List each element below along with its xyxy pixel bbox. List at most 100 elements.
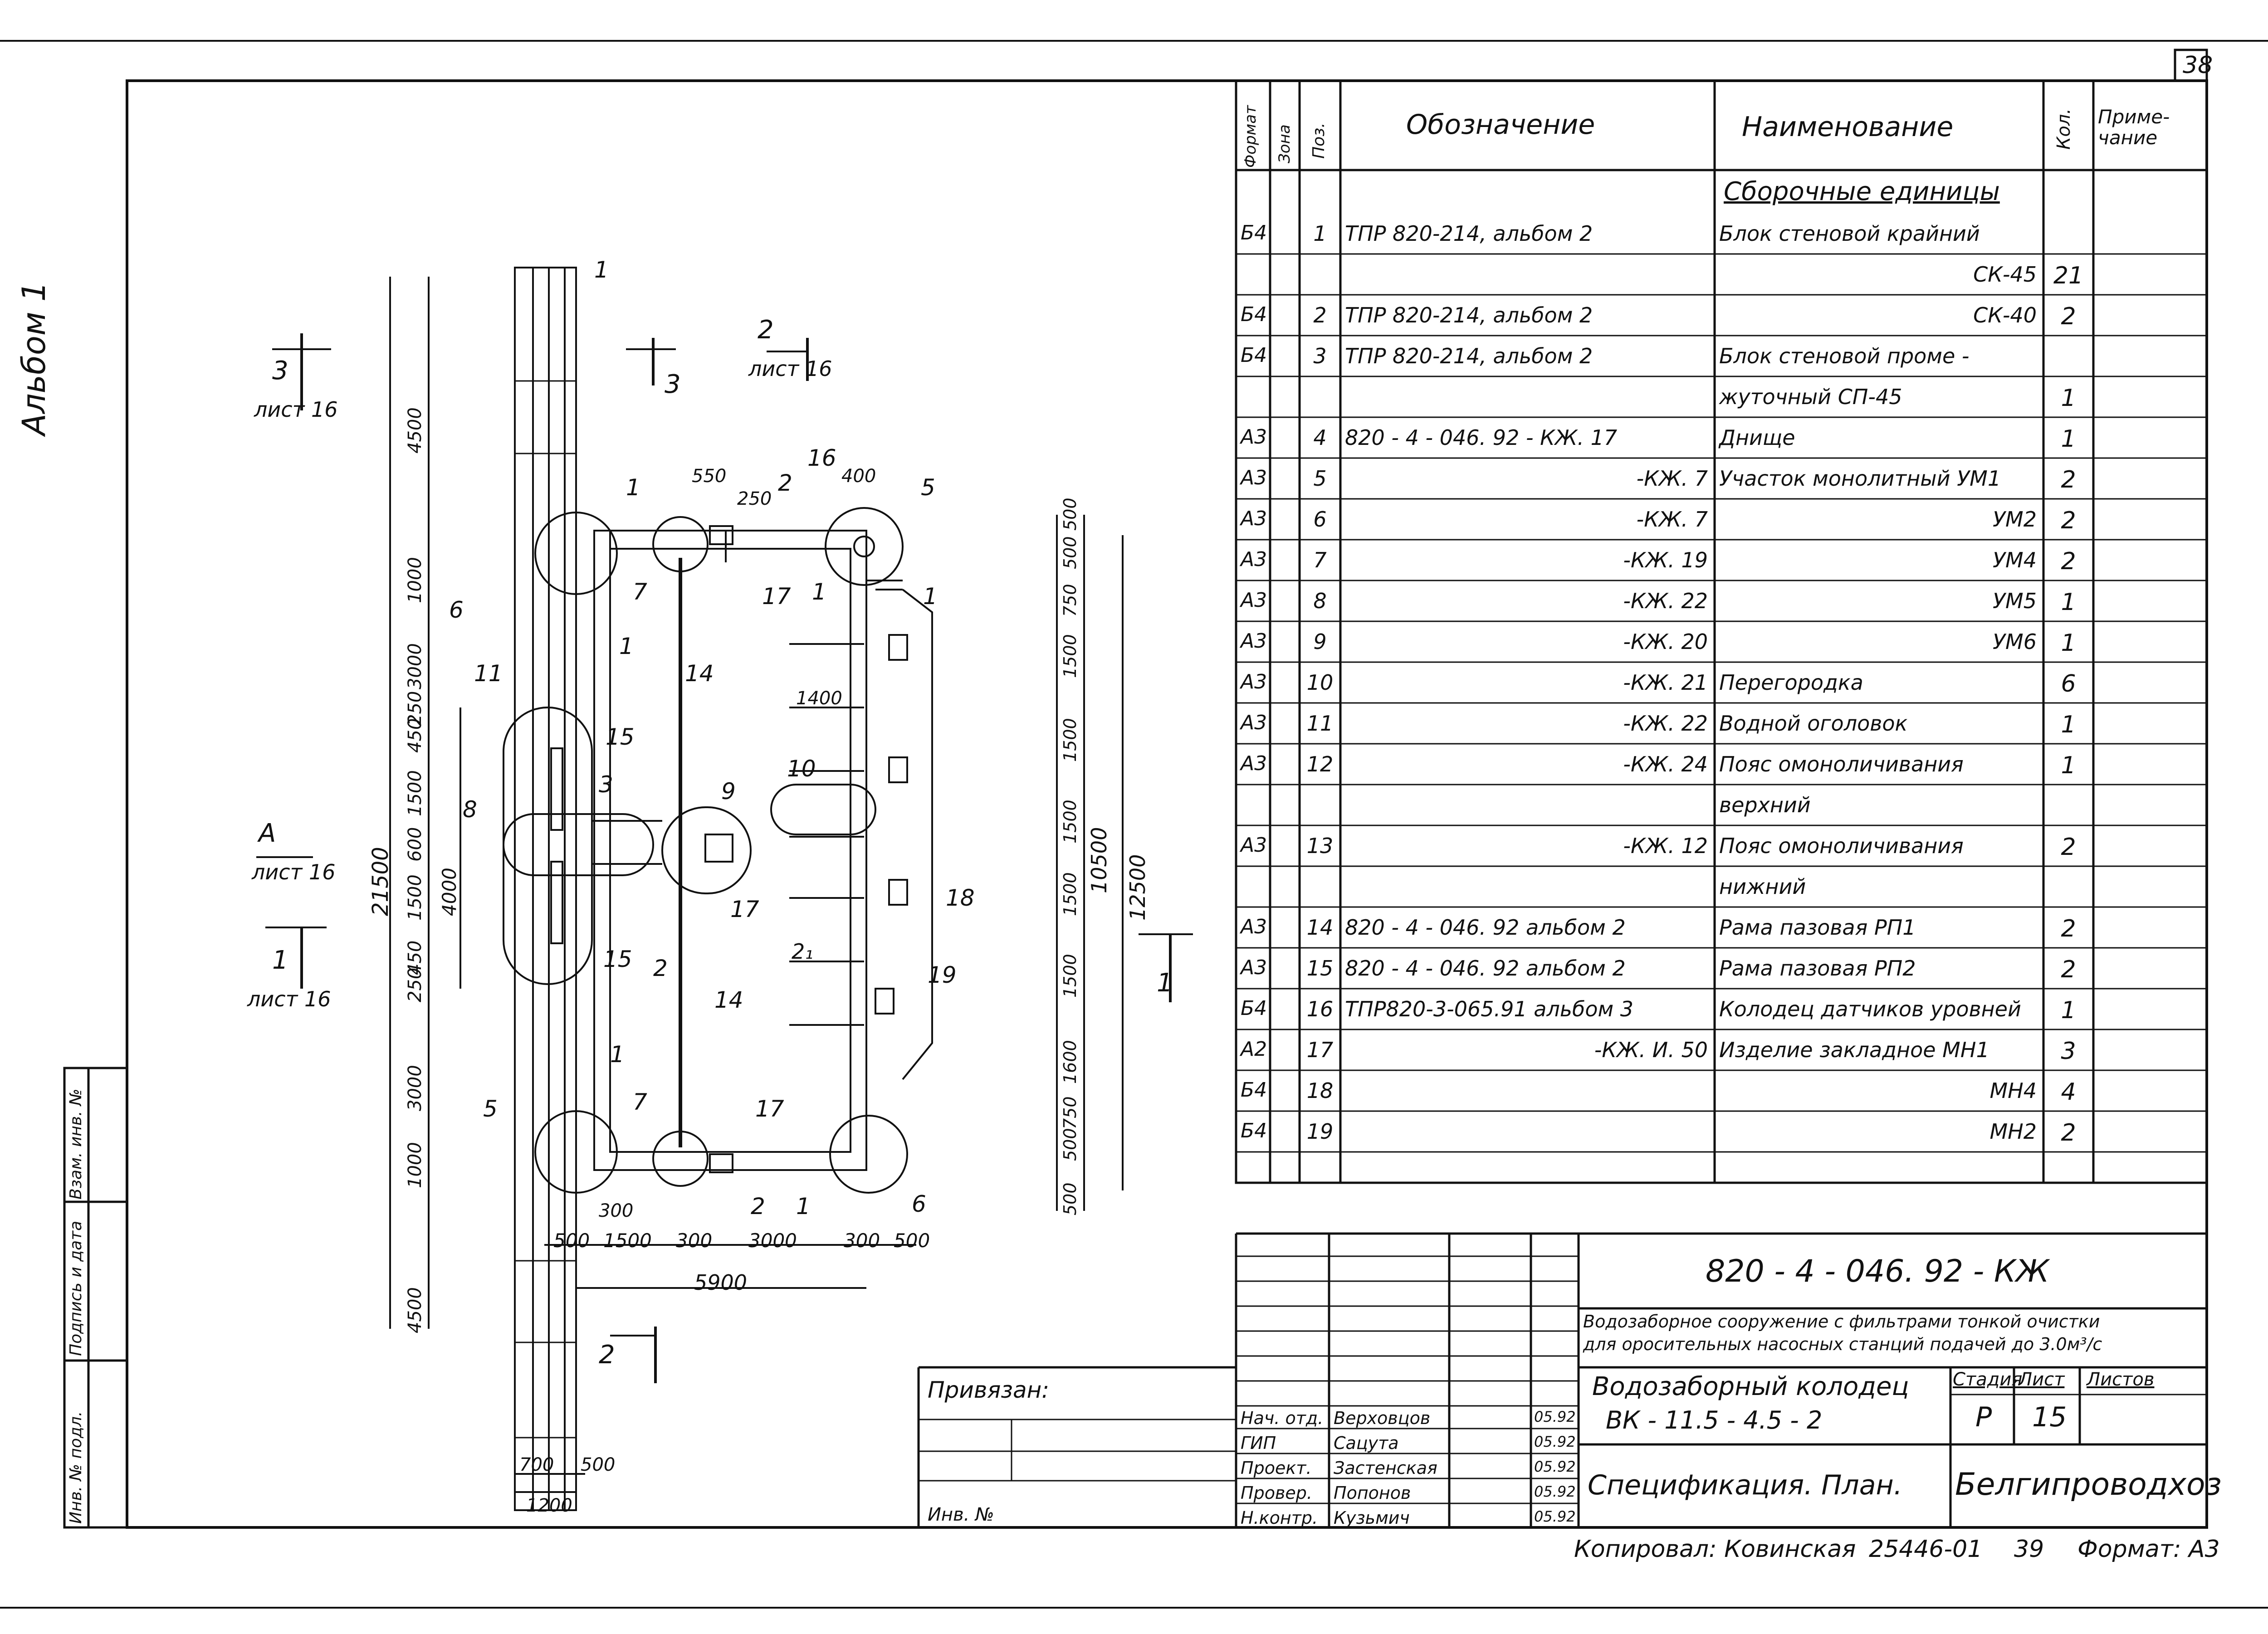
table-cell-name: верхний	[1719, 793, 1811, 817]
side-stamp-signature: Подпись и дата	[67, 1220, 85, 1356]
table-cell-pos: 5	[1313, 466, 1327, 491]
signature-name: Сацута	[1334, 1433, 1399, 1453]
plan-label: 19	[928, 962, 957, 988]
table-cell-qty: 2	[2061, 303, 2076, 330]
table-cell-format: Б4	[1241, 221, 1267, 244]
plan-label: 14	[685, 660, 714, 687]
header-pos: Поз.	[1310, 122, 1328, 159]
tb-sheet-label: Лист	[2019, 1369, 2065, 1390]
table-cell-pos: 7	[1313, 548, 1327, 572]
signature-date: 05.92	[1534, 1458, 1576, 1475]
plan-label: 2	[758, 315, 774, 345]
table-cell-designation: -КЖ. 7	[1636, 507, 1708, 532]
plan-label: 1500	[603, 1229, 652, 1252]
signature-role: Проект.	[1241, 1458, 1312, 1478]
table-cell-format: А3	[1241, 589, 1267, 612]
plan-label: 1	[610, 1041, 625, 1068]
plan-label: 6	[449, 597, 464, 623]
plan-label: 5	[483, 1096, 498, 1122]
plan-label: 1	[619, 633, 634, 659]
table-cell-designation: -КЖ. 22	[1623, 711, 1708, 736]
plan-label: 300	[599, 1200, 634, 1221]
side-stamp-replace: Взам. инв. №	[67, 1088, 85, 1200]
table-cell-format: А3	[1241, 956, 1267, 979]
tb-stage: Р	[1975, 1401, 1992, 1433]
table-cell-qty: 1	[2061, 589, 2076, 616]
plan-label: 2	[599, 1340, 615, 1370]
signature-name: Верховцов	[1334, 1408, 1431, 1428]
table-cell-pos: 3	[1313, 344, 1327, 368]
plan-label: 1	[923, 583, 938, 610]
plan-label: 1400	[796, 688, 842, 709]
header-designation: Обозначение	[1406, 109, 1595, 141]
table-cell-qty: 2	[2061, 507, 2076, 534]
table-cell-name: Перегородка	[1719, 670, 1863, 695]
plan-label: 1500	[1060, 872, 1080, 916]
table-cell-name: Блок стеновой проме -	[1719, 344, 1970, 368]
plan-label: 18	[946, 885, 975, 911]
plan-label: 2	[653, 955, 668, 981]
tb-object-line2: ВК - 11.5 - 4.5 - 2	[1606, 1406, 1823, 1434]
header-note: Приме-чание	[2098, 106, 2170, 149]
table-cell-designation: -КЖ. 12	[1623, 834, 1708, 858]
tb-inv-no: Инв. №	[928, 1504, 994, 1525]
table-cell-qty: 4	[2061, 1078, 2076, 1106]
table-cell-pos: 10	[1306, 670, 1334, 695]
plan-label: 3	[272, 356, 288, 385]
plan-label: 6	[912, 1191, 926, 1217]
tb-sheet: 15	[2032, 1401, 2067, 1433]
plan-label: 1200	[526, 1495, 572, 1516]
table-cell-pos: 12	[1306, 752, 1334, 776]
table-cell-qty: 2	[2061, 956, 2076, 983]
plan-label: 2₁	[792, 939, 813, 964]
plan-label: 9	[721, 778, 736, 805]
table-cell-name: Пояс омоноличивания	[1719, 752, 1964, 776]
table-cell-pos: 4	[1313, 425, 1327, 450]
table-cell-pos: 9	[1313, 629, 1327, 654]
plan-label: 7	[633, 1089, 647, 1115]
table-cell-qty: 1	[2061, 711, 2076, 738]
table-cell-qty: 1	[2061, 629, 2076, 657]
plan-label: 1000	[405, 557, 425, 603]
plan-label: 1500	[1060, 954, 1080, 998]
table-cell-designation: 820 - 4 - 046. 92 альбом 2	[1345, 956, 1626, 980]
table-cell-name: УМ6	[1993, 629, 2037, 654]
plan-label: 300	[676, 1229, 713, 1252]
plan-label: лист 16	[252, 860, 336, 884]
table-cell-designation: -КЖ. И. 50	[1594, 1038, 1708, 1062]
tb-sheets-label: Листов	[2087, 1369, 2155, 1390]
plan-label: 500	[1060, 1128, 1080, 1161]
plan-label: 10	[787, 756, 816, 782]
table-cell-designation: -КЖ. 24	[1623, 752, 1708, 776]
table-cell-format: А3	[1241, 507, 1267, 530]
table-cell-qty: 1	[2061, 752, 2076, 779]
table-cell-designation: 820 - 4 - 046. 92 альбом 2	[1345, 915, 1626, 940]
table-cell-name: Пояс омоноличивания	[1719, 834, 1964, 858]
plan-label: 1600	[1060, 1040, 1080, 1084]
plan-label: 17	[755, 1096, 784, 1122]
table-cell-pos: 2	[1313, 303, 1327, 327]
table-cell-format: Б4	[1241, 1119, 1267, 1142]
table-cell-format: А2	[1241, 1038, 1267, 1061]
table-cell-format: Б4	[1241, 997, 1267, 1020]
table-cell-format: А3	[1241, 752, 1267, 775]
plan-label: 5900	[694, 1270, 748, 1295]
plan-label: 600	[405, 827, 425, 862]
footer-order: 25446-01	[1869, 1536, 1983, 1563]
table-cell-pos: 17	[1306, 1038, 1334, 1062]
header-qty: Кол.	[2053, 108, 2074, 150]
table-cell-name: Водной оголовок	[1719, 711, 1908, 736]
table-cell-name: нижний	[1719, 874, 1806, 899]
plan-label: 500	[1060, 498, 1080, 531]
plan-label: 1500	[1060, 800, 1080, 844]
table-cell-name: СК-40	[1973, 303, 2037, 327]
plan-label: 2	[751, 1193, 765, 1219]
plan-label: 10500	[1087, 827, 1111, 893]
plan-label: 17	[730, 896, 759, 922]
table-cell-qty: 2	[2061, 834, 2076, 861]
plan-label: 12500	[1125, 854, 1150, 921]
plan-label: 750	[1060, 584, 1080, 617]
plan-label: 2	[778, 470, 792, 496]
plan-label: 1500	[405, 874, 425, 921]
